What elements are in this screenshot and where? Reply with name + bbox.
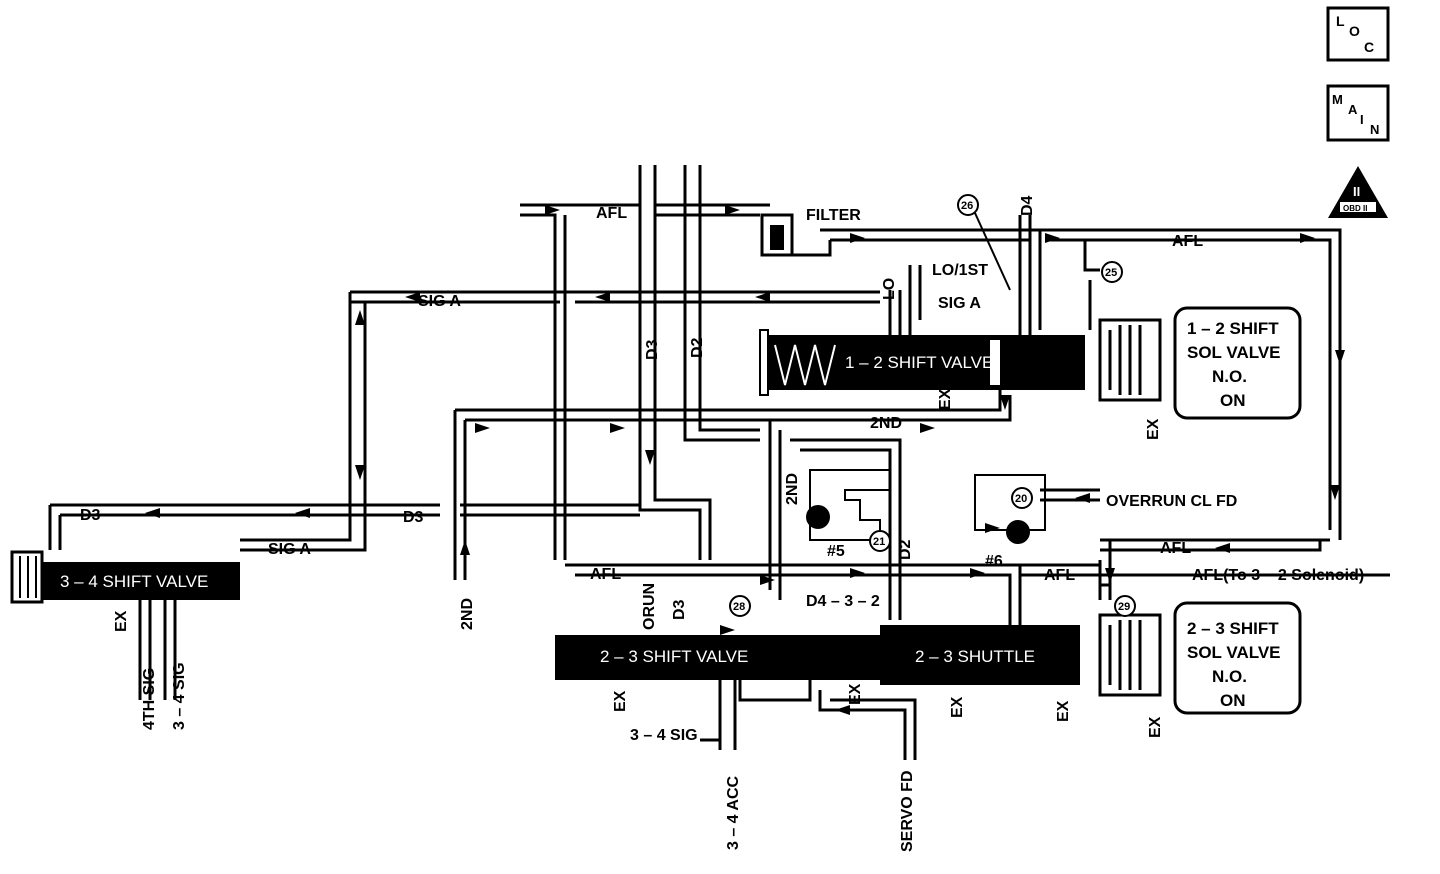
label-d3-vert: D3 [644, 339, 661, 360]
label-sig-a-left: SIG A [268, 541, 311, 558]
label-2nd-mid: 2ND [870, 415, 902, 432]
circle-25: 25 [1101, 261, 1123, 283]
label-afl-right: AFL [1172, 233, 1203, 250]
svg-text:28: 28 [733, 601, 745, 613]
svg-text:O: O [1349, 23, 1360, 39]
label-2nd-left: 2ND [459, 598, 476, 630]
obd-label: OBD II [1343, 204, 1367, 213]
shift-valve-34[interactable]: 3 – 4 SHIFT VALVE [10, 550, 240, 604]
label-ex-sol12: EX [1145, 418, 1162, 440]
svg-text:II: II [1353, 184, 1360, 199]
label-servo-fd: SERVO FD [899, 771, 916, 853]
label-afl-lower: AFL [590, 566, 621, 583]
solenoid-23-line1: 2 – 3 SHIFT [1187, 619, 1279, 638]
svg-text:21: 21 [873, 536, 885, 548]
label-lo-1st: LO/1ST [932, 262, 988, 279]
label-d3-lower: D3 [671, 599, 688, 620]
solenoid-12-line2: SOL VALVE [1187, 343, 1281, 362]
label-sig-a-mid: SIG A [938, 295, 981, 312]
label-afl-to-32: AFL(To 3 – 2 Solenoid) [1192, 567, 1364, 584]
label-check-6: #6 [985, 553, 1003, 570]
solenoid-23[interactable]: 2 – 3 SHIFT SOL VALVE N.O. ON [1098, 601, 1302, 715]
label-2nd-vert: 2ND [784, 473, 801, 505]
solenoid-23-line3: N.O. [1212, 667, 1247, 686]
hydraulic-lines [48, 165, 1390, 760]
solenoid-12[interactable]: 1 – 2 SHIFT SOL VALVE N.O. ON [1098, 306, 1302, 420]
svg-text:A: A [1348, 102, 1358, 117]
shuttle-23-label: 2 – 3 SHUTTLE [915, 647, 1035, 666]
svg-text:C: C [1364, 39, 1374, 55]
label-lo: LO [881, 278, 898, 300]
label-4th-sig: 4TH SIG [141, 668, 158, 730]
circle-21: 21 [869, 530, 891, 552]
label-filter: FILTER [806, 207, 861, 224]
label-ex-shuttle2: EX [1055, 700, 1072, 722]
labels: AFL FILTER AFL SIG A LO/1ST SIG A 2ND D3… [80, 195, 1364, 852]
solenoid-12-line3: N.O. [1212, 367, 1247, 386]
loc-button[interactable]: L O C [1326, 6, 1390, 62]
label-ex-sol23: EX [1147, 716, 1164, 738]
check-ball-5 [806, 505, 830, 529]
shift-valve-23-label: 2 – 3 SHIFT VALVE [600, 647, 748, 666]
label-d3-mid: D3 [403, 509, 424, 526]
label-ex-23b: EX [847, 683, 864, 705]
label-orun: ORUN [641, 583, 658, 630]
solenoid-23-line2: SOL VALVE [1187, 643, 1281, 662]
shift-valve-34-label: 3 – 4 SHIFT VALVE [60, 572, 208, 591]
label-34-sig-left: 3 – 4 SIG [171, 662, 188, 730]
svg-text:29: 29 [1118, 601, 1130, 613]
label-ex-shuttle: EX [949, 696, 966, 718]
label-ex-34: EX [113, 610, 130, 632]
svg-text:26: 26 [961, 200, 973, 212]
shift-valve-12-label: 1 – 2 SHIFT VALVE [845, 353, 993, 372]
circle-28: 28 [729, 595, 751, 617]
label-afl-top: AFL [596, 205, 627, 222]
circle-26-top: 26 [957, 194, 1011, 291]
label-d432: D4 – 3 – 2 [806, 593, 880, 610]
label-sig-a-top: SIG A [418, 293, 461, 310]
label-afl-sol23: AFL [1160, 540, 1191, 557]
label-34-sig-bottom: 3 – 4 SIG [630, 727, 698, 744]
shift-valve-12[interactable]: 1 – 2 SHIFT VALVE [759, 329, 1085, 396]
label-34-acc: 3 – 4 ACC [725, 775, 742, 850]
shuttle-23[interactable]: 2 – 3 SHUTTLE [880, 625, 1080, 685]
solenoid-23-line4: ON [1220, 691, 1246, 710]
solenoid-12-line1: 1 – 2 SHIFT [1187, 319, 1279, 338]
svg-text:25: 25 [1105, 267, 1117, 279]
label-d2-lower: D2 [897, 539, 914, 560]
label-overrun-cl-fd: OVERRUN CL FD [1106, 493, 1237, 510]
shift-valve-23[interactable]: 2 – 3 SHIFT VALVE [555, 635, 880, 680]
svg-text:M: M [1332, 92, 1343, 107]
svg-text:I: I [1360, 112, 1364, 127]
label-ex-12: EX [937, 388, 954, 410]
check-ball-6 [1006, 520, 1030, 544]
solenoid-12-line4: ON [1220, 391, 1246, 410]
filter-icon [760, 213, 794, 257]
label-d2-vert: D2 [689, 337, 706, 358]
label-afl-shuttle: AFL [1044, 567, 1075, 584]
circle-29: 29 [1114, 595, 1136, 617]
label-ex-23a: EX [612, 690, 629, 712]
circle-20: 20 [1011, 487, 1033, 509]
svg-text:L: L [1336, 13, 1345, 29]
svg-text:N: N [1370, 122, 1379, 137]
label-check-5: #5 [827, 543, 845, 560]
obd-warning-icon[interactable]: II OBD II [1328, 166, 1388, 218]
main-button[interactable]: M A I N [1326, 84, 1390, 142]
flow-arrows [145, 205, 1345, 715]
label-d4: D4 [1019, 195, 1036, 216]
label-d3-left: D3 [80, 507, 101, 524]
svg-text:20: 20 [1015, 493, 1027, 505]
